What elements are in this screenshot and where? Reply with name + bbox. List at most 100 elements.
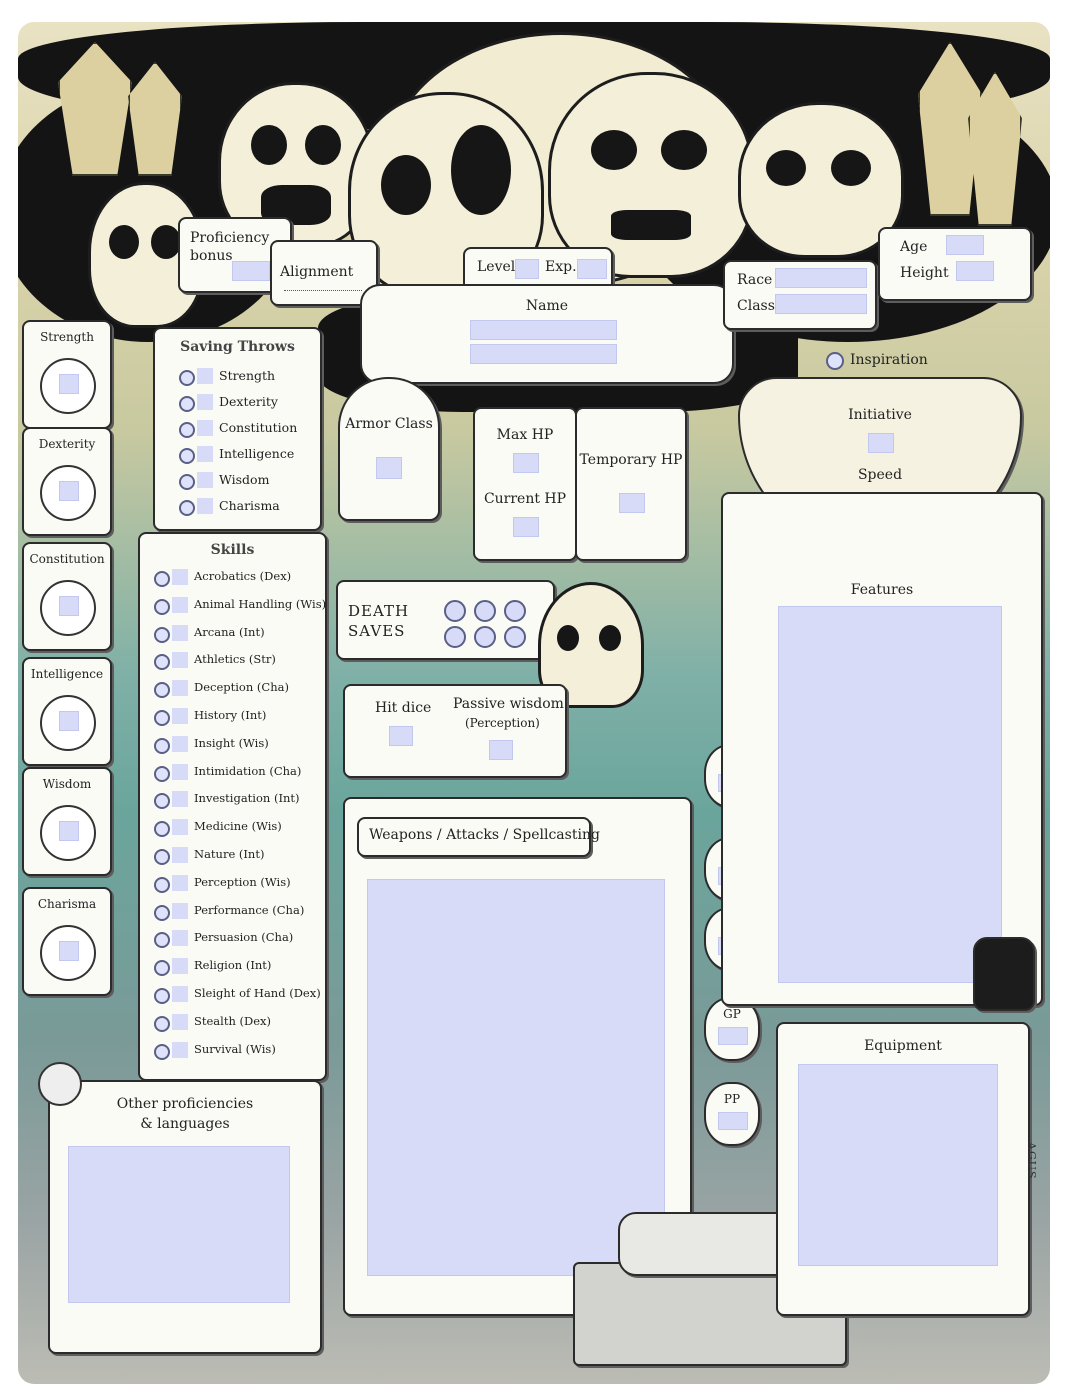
other-proficiencies-textarea[interactable]: [68, 1146, 290, 1303]
skill-input[interactable]: [172, 569, 188, 585]
alignment-line[interactable]: [284, 290, 362, 291]
skill-row[interactable]: Perception (Wis): [154, 874, 319, 894]
skill-row[interactable]: Performance (Cha): [154, 902, 319, 922]
skill-row[interactable]: Survival (Wis): [154, 1041, 319, 1061]
coin-input[interactable]: [718, 1027, 748, 1045]
skill-radio[interactable]: [154, 710, 170, 726]
saving-throw-row[interactable]: Wisdom: [179, 471, 314, 491]
skill-input[interactable]: [172, 652, 188, 669]
saving-throw-radio[interactable]: [179, 370, 195, 386]
skill-radio[interactable]: [154, 571, 170, 587]
armor-class-input[interactable]: [376, 457, 402, 479]
skill-input[interactable]: [172, 708, 188, 724]
skill-input[interactable]: [172, 847, 188, 863]
skill-input[interactable]: [172, 763, 188, 780]
skill-input[interactable]: [172, 1041, 188, 1058]
skill-radio[interactable]: [154, 988, 170, 1004]
initiative-input[interactable]: [868, 433, 894, 453]
skill-radio[interactable]: [154, 876, 170, 893]
death-save-failure-2[interactable]: [474, 626, 496, 648]
age-input[interactable]: [946, 235, 984, 255]
saving-throw-input[interactable]: [197, 368, 213, 384]
skill-radio[interactable]: [154, 821, 170, 838]
saving-throw-input[interactable]: [197, 498, 213, 514]
skill-input[interactable]: [172, 596, 188, 613]
skill-row[interactable]: Deception (Cha): [154, 679, 319, 699]
skill-input[interactable]: [172, 735, 188, 752]
death-save-success-2[interactable]: [474, 600, 496, 622]
level-input[interactable]: [515, 259, 539, 279]
inspiration-radio[interactable]: [826, 352, 844, 370]
death-save-failure-1[interactable]: [444, 626, 466, 648]
skill-input[interactable]: [172, 680, 188, 697]
skill-input[interactable]: [172, 902, 188, 919]
skill-row[interactable]: Religion (Int): [154, 957, 319, 977]
ability-score-input[interactable]: [59, 481, 79, 501]
saving-throw-radio[interactable]: [179, 396, 195, 412]
skill-row[interactable]: Animal Handling (Wis): [154, 596, 326, 616]
skill-radio[interactable]: [154, 682, 170, 699]
ability-score-input[interactable]: [59, 596, 79, 616]
skill-radio[interactable]: [154, 849, 170, 865]
temporary-hp-input[interactable]: [619, 493, 645, 513]
skill-input[interactable]: [172, 958, 188, 975]
name-input-line-2[interactable]: [470, 344, 617, 364]
skill-input[interactable]: [172, 791, 188, 808]
class-input[interactable]: [775, 294, 867, 314]
saving-throw-radio[interactable]: [179, 448, 195, 464]
saving-throw-row[interactable]: Dexterity: [179, 393, 314, 413]
death-save-success-1[interactable]: [444, 600, 466, 622]
skill-row[interactable]: Sleight of Hand (Dex): [154, 985, 321, 1005]
skill-input[interactable]: [172, 930, 188, 947]
skill-row[interactable]: Arcana (Int): [154, 624, 319, 644]
skill-input[interactable]: [172, 624, 188, 641]
saving-throw-row[interactable]: Intelligence: [179, 445, 314, 465]
coin-input[interactable]: [718, 1112, 748, 1130]
skill-radio[interactable]: [154, 932, 170, 949]
skill-row[interactable]: Acrobatics (Dex): [154, 568, 319, 588]
skill-row[interactable]: Investigation (Int): [154, 790, 319, 810]
saving-throw-input[interactable]: [197, 446, 213, 462]
saving-throw-row[interactable]: Charisma: [179, 497, 314, 517]
proficiency-bonus-input[interactable]: [232, 261, 270, 281]
skill-row[interactable]: Insight (Wis): [154, 735, 319, 755]
skill-radio[interactable]: [154, 1043, 170, 1060]
saving-throw-input[interactable]: [197, 394, 213, 410]
skill-radio[interactable]: [154, 654, 170, 671]
ability-score-input[interactable]: [59, 941, 79, 961]
features-textarea[interactable]: [778, 606, 1002, 983]
hit-dice-input[interactable]: [389, 726, 413, 746]
skill-input[interactable]: [172, 874, 188, 891]
saving-throw-radio[interactable]: [179, 500, 195, 516]
death-save-success-3[interactable]: [504, 600, 526, 622]
max-hp-input[interactable]: [513, 453, 539, 473]
skill-radio[interactable]: [154, 960, 170, 977]
skill-row[interactable]: Intimidation (Cha): [154, 763, 319, 783]
skill-radio[interactable]: [154, 793, 170, 810]
skill-input[interactable]: [172, 819, 188, 836]
current-hp-input[interactable]: [513, 517, 539, 537]
ability-score-input[interactable]: [59, 821, 79, 841]
skill-row[interactable]: Athletics (Str): [154, 651, 319, 671]
ability-score-input[interactable]: [59, 374, 79, 394]
skill-row[interactable]: Nature (Int): [154, 846, 319, 866]
weapons-textarea[interactable]: [367, 879, 665, 1276]
saving-throw-row[interactable]: Strength: [179, 367, 314, 387]
passive-wisdom-input[interactable]: [489, 740, 513, 760]
skill-row[interactable]: History (Int): [154, 707, 319, 727]
skill-row[interactable]: Medicine (Wis): [154, 818, 319, 838]
skill-radio[interactable]: [154, 598, 170, 615]
saving-throw-radio[interactable]: [179, 422, 195, 438]
skill-radio[interactable]: [154, 737, 170, 754]
skill-radio[interactable]: [154, 626, 170, 643]
race-input[interactable]: [775, 268, 867, 288]
saving-throw-input[interactable]: [197, 472, 213, 488]
skill-radio[interactable]: [154, 765, 170, 782]
exp-input[interactable]: [577, 259, 607, 279]
name-input-line-1[interactable]: [470, 320, 617, 340]
skill-radio[interactable]: [154, 904, 170, 921]
saving-throw-row[interactable]: Constitution: [179, 419, 314, 439]
skill-radio[interactable]: [154, 1015, 170, 1032]
saving-throw-radio[interactable]: [179, 474, 195, 490]
death-save-failure-3[interactable]: [504, 626, 526, 648]
